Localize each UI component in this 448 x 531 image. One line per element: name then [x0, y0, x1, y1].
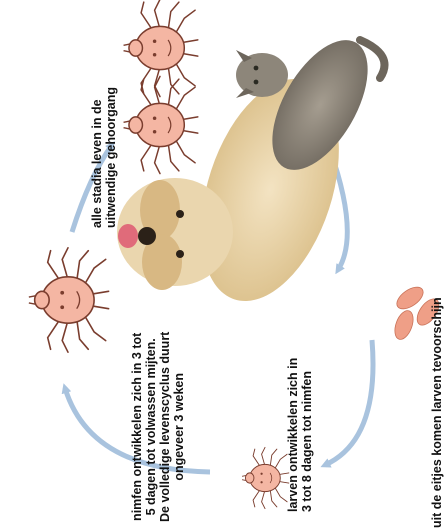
adult-mite-icon	[124, 0, 198, 174]
adults-label-line: uitwendige gehoorgang	[104, 87, 118, 228]
mite-larva-icon	[242, 447, 289, 508]
adults-label-line: alle stadia leven in de	[90, 87, 104, 228]
eggs-label-line: uit de eitjes komen larven tevoorschijn	[430, 297, 444, 528]
arrow-eggs-to-larvae	[325, 340, 373, 465]
nymphs-label-line: ongeveer 3 weken	[172, 332, 186, 522]
nymphs-label-line: nimfen ontwikkelen zich in 3 tot	[130, 332, 144, 522]
eggs-stage-label: uit de eitjes komen larven tevoorschijn	[430, 297, 444, 528]
larvae-label-line: larven ontwikkelen zich in	[286, 358, 300, 512]
larvae-label-line: 3 tot 8 dagen tot nimfen	[300, 358, 314, 512]
nymphs-stage-label: nimfen ontwikkelen zich in 3 tot 5 dagen…	[130, 332, 186, 522]
nymphs-label-line: 5 dagen tot volwassen mijten.	[144, 332, 158, 522]
adults-stage-label: alle stadia leven in de uitwendige gehoo…	[90, 87, 118, 228]
mite-nymph-icon	[29, 248, 109, 352]
larvae-stage-label: larven ontwikkelen zich in 3 tot 8 dagen…	[286, 358, 314, 512]
nymphs-label-line: De volledige levenscyclus duurt	[158, 332, 172, 522]
